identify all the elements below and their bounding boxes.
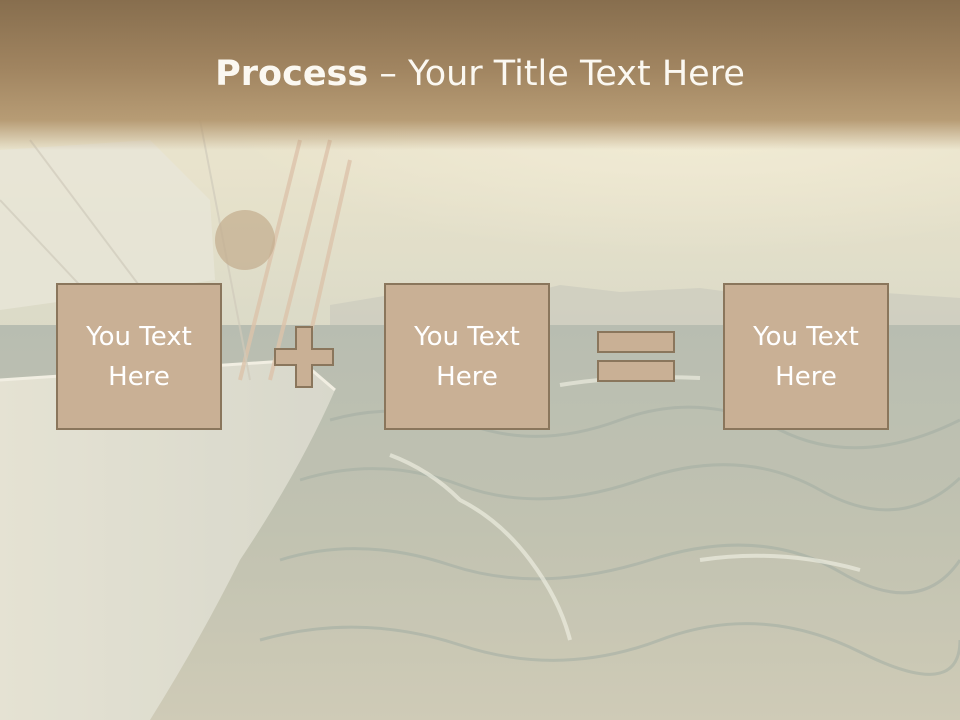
title-bar xyxy=(0,0,960,150)
text-box-3-line2: Here xyxy=(775,361,837,392)
text-box-1-line1: You Text xyxy=(86,321,192,352)
title-rest: – Your Title Text Here xyxy=(368,54,745,94)
text-box-2-line1: You Text xyxy=(414,321,520,352)
text-box-1-line2: Here xyxy=(108,361,170,392)
text-box-2-line2: Here xyxy=(436,361,498,392)
text-box-3[interactable]: You Text Here xyxy=(723,283,889,430)
equals-icon xyxy=(597,331,675,382)
plus-icon xyxy=(274,326,334,388)
title-bold: Process xyxy=(215,54,369,94)
text-box-2[interactable]: You Text Here xyxy=(384,283,550,430)
slide-title: Process – Your Title Text Here xyxy=(0,52,960,96)
text-box-1[interactable]: You Text Here xyxy=(56,283,222,430)
text-box-3-line1: You Text xyxy=(753,321,859,352)
